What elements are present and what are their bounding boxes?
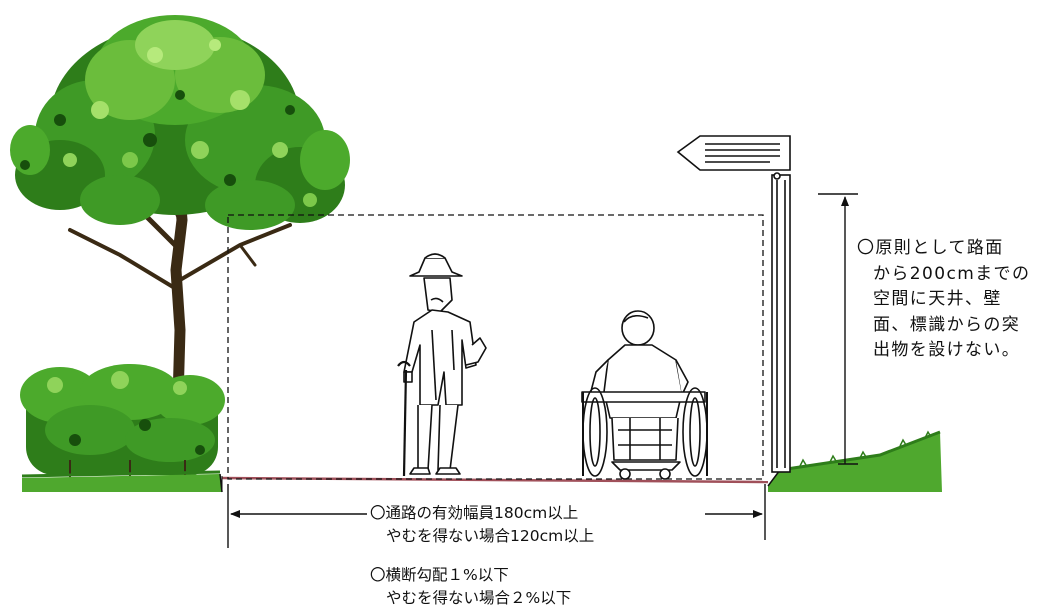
clearance-note: 〇原則として路面 から200cmまでの 空間に天井、壁 面、標識からの突 出物を…	[857, 236, 1030, 364]
clearance-note-line: 出物を設けない。	[873, 340, 1021, 360]
slope-note-line-2: やむを得ない場合２%以下	[386, 589, 572, 607]
width-note: 〇通路の有効幅員180cm以上 やむを得ない場合120cm以上	[367, 502, 598, 548]
right-grass-slope	[767, 430, 942, 492]
elderly-pedestrian-figure	[397, 253, 487, 477]
clearance-note-line: 面、標識からの突	[873, 314, 1021, 335]
left-grass	[21, 470, 223, 493]
hedge-shrub	[20, 364, 225, 478]
clearance-note-line: から200cmまでの	[873, 263, 1031, 284]
height-dimension	[818, 193, 858, 465]
tree-canopy	[10, 15, 350, 230]
road-surface	[221, 476, 769, 492]
clearance-note-line: 空間に天井、壁	[873, 289, 1002, 309]
arrow-sign-board	[676, 135, 791, 171]
sign-post	[676, 135, 791, 473]
clearance-note-line: 〇原則として路面	[857, 238, 1004, 258]
clearance-zone-box	[227, 214, 764, 480]
width-note-line-2: やむを得ない場合120cm以上	[386, 527, 595, 545]
tree-illustration	[10, 15, 350, 406]
width-note-line-1: 〇通路の有効幅員180cm以上	[370, 504, 579, 522]
slope-note-line-1: 〇横断勾配１%以下	[370, 566, 509, 584]
wheelchair-user-figure	[581, 310, 708, 480]
width-dimension	[227, 484, 766, 548]
slope-note: 〇横断勾配１%以下 やむを得ない場合２%以下	[370, 564, 571, 610]
